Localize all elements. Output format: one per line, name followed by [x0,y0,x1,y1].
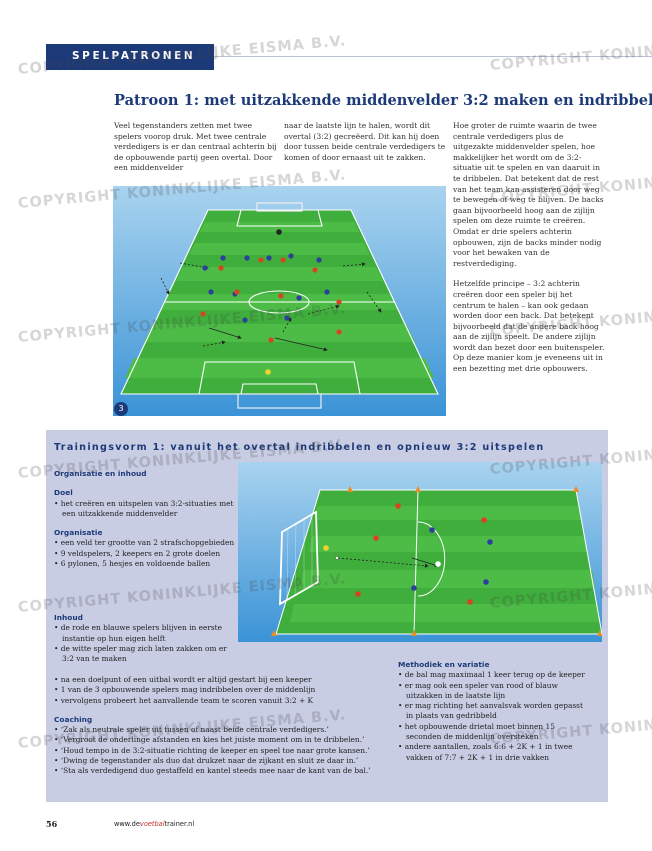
movement-arrows [160,262,382,352]
drill-goal-net [286,514,313,601]
list-item: andere aantallen, zoals 6:6 + 2K + 1 in … [398,742,586,763]
list-item: ‘Sta als verdedigend duo gestaffeld en k… [54,766,394,776]
team-blue-players [202,253,330,323]
body-column-1: Veel tegenstanders zetten met twee spele… [114,121,280,184]
top-goal [256,202,303,212]
url-suffix: trainer.nl [164,820,195,828]
drill-cones [271,486,602,636]
list-item: het opbouwende drietal moet binnen 15 se… [398,722,586,743]
inhoud-heading: Inhoud [54,613,83,622]
training-drill-diagram [238,462,602,642]
list-item: 9 veldspelers, 2 keepers en 2 grote doel… [54,549,238,559]
methodiek-list: de bal mag maximaal 1 keer terug op de k… [398,670,586,763]
drill-arrows [337,557,439,568]
list-item: ‘Houd tempo in de 3:2-situatie richting … [54,746,394,756]
drill-goal [279,510,319,606]
training-title: Trainingsvorm 1: vanuit het overtal indr… [54,442,545,453]
article-title: Patroon 1: met uitzakkende middenvelder … [114,92,652,109]
body-text: Veel tegenstanders zetten met twee spele… [114,121,277,173]
body-column-2: naar de laatste lijn te halen, wordt dit… [284,121,446,173]
list-item: ‘Vergroot de onderlinge afstanden en kie… [54,735,394,745]
footer-url[interactable]: www.devoetbaltrainer.nl [114,820,194,828]
drill-stripes [290,506,600,622]
drill-blue-players [411,527,493,591]
list-item: ‘Dwing de tegenstander als duo dat drukz… [54,756,394,766]
methodiek-column: Methodiek en variatie de bal mag maximaa… [398,660,586,772]
section-tab: SPELPATRONEN [46,44,214,70]
training-info-column: Organisatie en inhoud Doel het creëren e… [54,469,238,578]
list-item: 6 pylonen, 5 hesjes en voldoende ballen [54,559,238,569]
coaching-list: ‘Zak als neutrale speler uit tussen of n… [54,725,394,776]
list-item: na een doelpunt of een uitbal wordt er a… [54,675,394,685]
body-text: naar de laatste lijn te halen, wordt dit… [284,121,446,162]
body-column-3: Hoe groter de ruimte waarin de twee cent… [453,121,606,385]
drill-red-players [355,503,487,605]
keeper-bottom [265,369,271,375]
list-item: het creëren en uitspelen van 3:2-situati… [54,499,238,520]
drill-ball [335,556,339,560]
inhoud-list-cont: na een doelpunt of een uitbal wordt er a… [54,675,394,706]
doel-list: het creëren en uitspelen van 3:2-situati… [54,499,238,520]
methodiek-heading: Methodiek en variatie [398,660,490,669]
doel-heading: Doel [54,488,73,498]
list-item: een veld ter grootte van 2 strafschopgeb… [54,538,238,548]
list-item: 1 van de 3 opbouwende spelers mag indrib… [54,685,394,695]
section-label: SPELPATRONEN [72,50,196,62]
section-rule [214,56,652,57]
inhoud-column-wide: na een doelpunt of een uitbal wordt er a… [54,675,394,786]
list-item: vervolgens probeert het aanvallende team… [54,696,394,706]
list-item: er mag ook een speler van rood of blauw … [398,681,586,702]
team-red-players [200,257,342,343]
inhoud-column: Inhoud de rode en blauwe spelers blijven… [54,613,238,673]
body-text: Hoe groter de ruimte waarin de twee cent… [453,121,604,268]
org-inhoud-heading: Organisatie en inhoud [54,469,147,478]
drill-lines [275,489,602,635]
body-text: Hetzelfde principe – 3:2 achterin creëre… [453,279,605,374]
url-prefix: www.de [114,820,140,828]
list-item: ‘Zak als neutrale speler uit tussen of n… [54,725,394,735]
page-number: 56 [46,819,58,829]
organisatie-list: een veld ter grootte van 2 strafschopgeb… [54,538,238,569]
inhoud-list: de rode en blauwe spelers blijven in eer… [54,623,238,664]
list-item: de bal mag maximaal 1 keer terug op de k… [398,670,586,680]
drill-keeper [323,545,329,551]
list-item: de witte speler mag zich laten zakken om… [54,644,238,665]
bottom-goal [237,393,322,409]
keeper-top [276,229,282,235]
list-item: er mag richting het aanvalsvak worden ge… [398,701,586,722]
coaching-heading: Coaching [54,714,93,724]
url-accent: voetbal [139,820,165,828]
organisatie-heading: Organisatie [54,528,103,538]
list-item: de rode en blauwe spelers blijven in eer… [54,623,238,644]
copyright-watermark: COPYRIGHT KONINKLIJKE EISMA B.V. [489,29,652,74]
tactics-pitch-diagram [113,186,446,416]
drill-neutral-player [435,561,441,567]
figure-number-badge: 3 [114,402,128,416]
